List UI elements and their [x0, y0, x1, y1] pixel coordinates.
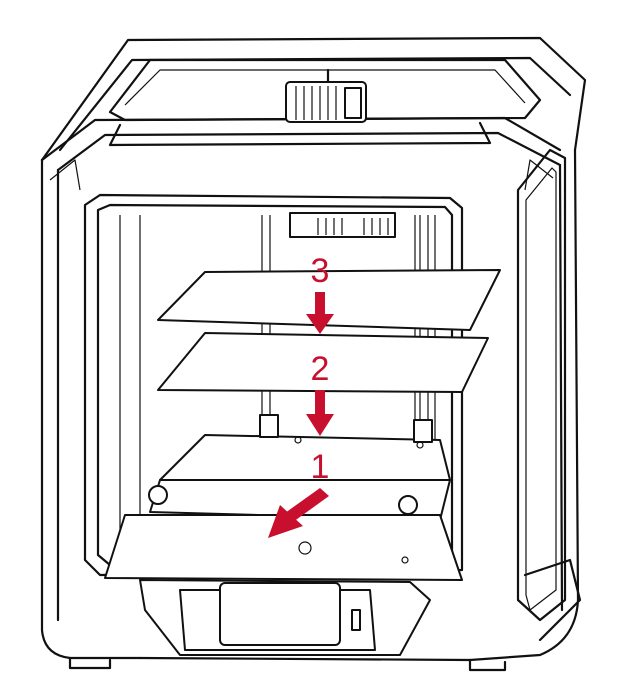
chamber-floor [104, 514, 463, 581]
step-arrows [268, 292, 334, 538]
down-arrow-icon [306, 390, 334, 436]
plate-3 [157, 269, 501, 331]
extruder-head [285, 68, 367, 123]
bottom-platform [148, 414, 451, 521]
slide-out-arrow-icon [268, 488, 329, 538]
control-panel [139, 579, 431, 656]
step-label-3: 3 [311, 252, 330, 290]
step-label-2: 2 [311, 350, 330, 388]
step-label-1: 1 [311, 448, 330, 486]
usb-port [351, 609, 361, 631]
side-window [516, 148, 582, 642]
down-arrow-icon [306, 292, 334, 334]
top-lid [40, 36, 587, 191]
plate-2 [157, 332, 489, 393]
touch-screen [219, 582, 341, 646]
